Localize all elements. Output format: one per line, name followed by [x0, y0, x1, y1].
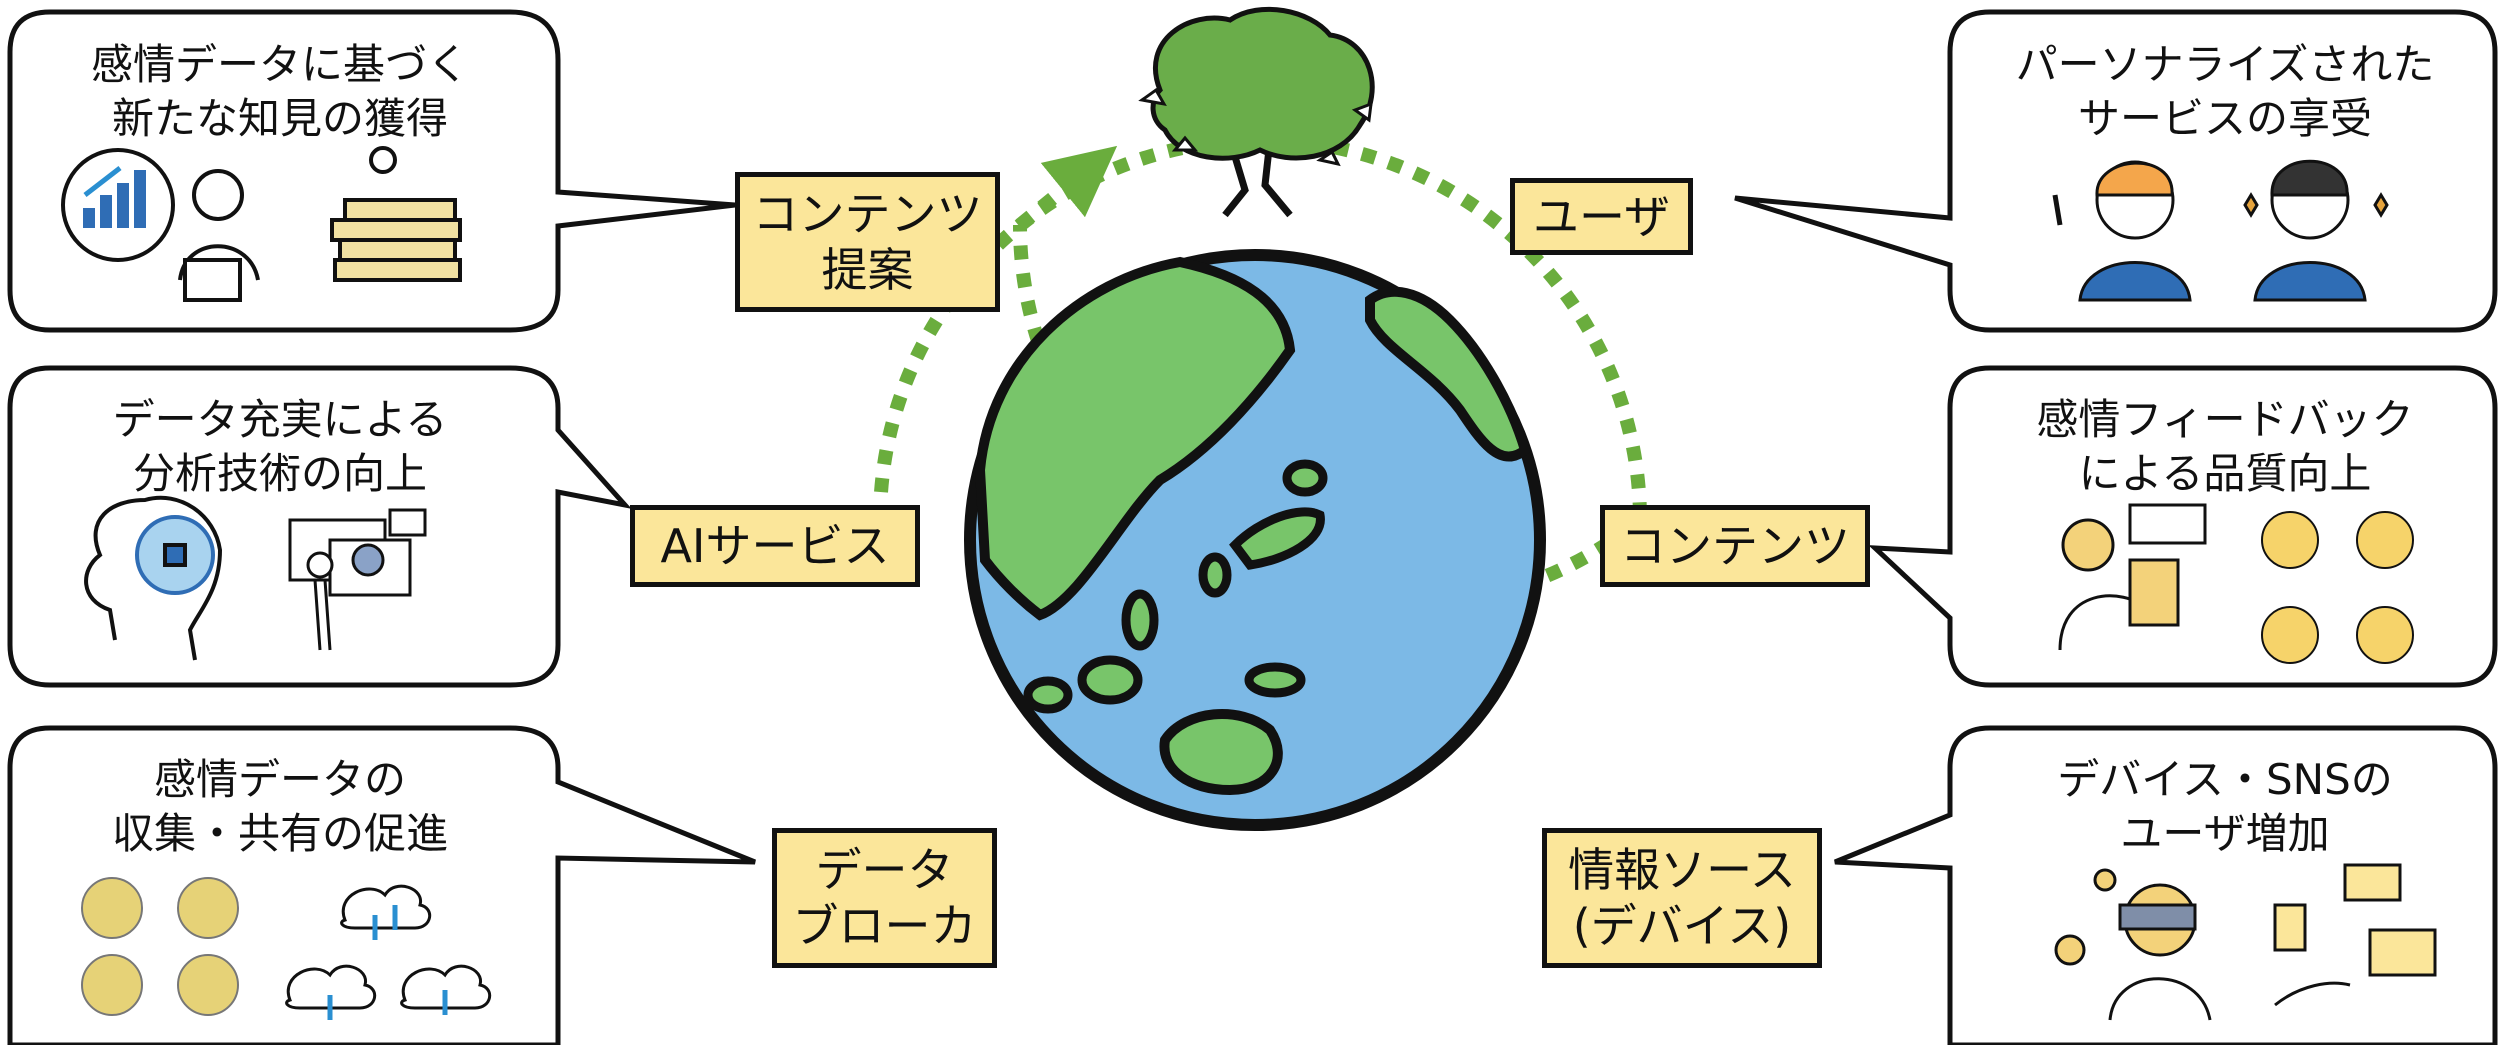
earth-globe-icon [964, 249, 1546, 831]
node-content: コンテンツ [1600, 505, 1870, 587]
emotion-faces-icon [81, 877, 239, 1016]
tablet-user-icon [2058, 503, 2207, 651]
node-user: ユーザ [1510, 178, 1693, 255]
growth-chart-icon [61, 148, 175, 262]
office-worker-icon [178, 169, 260, 302]
callout-mid-left-text: データ充実による 分析技術の向上 [112, 395, 448, 498]
emotion-faces-right-icon [2261, 511, 2414, 664]
reading-books-icon [330, 146, 462, 282]
happy-man-icon [2243, 159, 2389, 302]
cloud-sync-icon [285, 884, 491, 1020]
surprised-woman-icon [2052, 160, 2192, 302]
callout-top-left-text: 感情データに基づく 新たな知見の獲得 [90, 40, 469, 143]
node-content-proposal: コンテンツ 提案 [735, 172, 1000, 312]
node-info-source: 情報ソース (デバイス) [1542, 828, 1822, 968]
node-data-broker: データ ブローカ [772, 828, 997, 968]
connected-devices-icon [2273, 863, 2437, 1007]
node-ai-service: AIサービス [630, 505, 920, 587]
callout-bottom-right-text: デバイス・SNSの ユーザ増加 [2057, 755, 2393, 858]
callout-top-left [7, 9, 736, 333]
analyst-dashboard-icon [288, 508, 427, 651]
callout-mid-right-text: 感情フィードバック による品質向上 [2036, 395, 2414, 498]
callout-top-right-text: パーソナライズされた サービスの享受 [2015, 40, 2435, 143]
vr-user-icon [2054, 868, 2212, 1021]
ai-brain-icon [84, 495, 223, 661]
cycle-arrow-icon [1015, 145, 1118, 231]
tree-icon [1138, 6, 1375, 218]
callout-bottom-left-text: 感情データの 収集・共有の促進 [111, 755, 448, 858]
